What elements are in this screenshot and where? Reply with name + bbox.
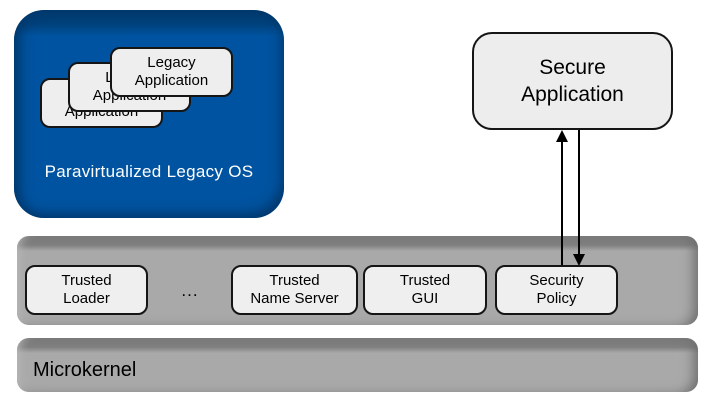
service-box-security-policy: Security Policy: [495, 265, 618, 315]
services-ellipsis: ...: [181, 281, 199, 300]
arrow-up-line: [561, 142, 563, 265]
secure-application-box: Secure Application: [472, 32, 673, 130]
legacy-os-label: Paravirtualized Legacy OS: [44, 162, 254, 181]
arrow-up-head-icon: [556, 130, 568, 142]
service-box-trusted-gui: Trusted GUI: [363, 265, 487, 315]
arrow-down-head-icon: [573, 254, 585, 266]
service-box-trusted-name-server: Trusted Name Server: [231, 265, 358, 315]
legacy-application-box: Legacy Application: [110, 47, 233, 97]
service-box-trusted-loader: Trusted Loader: [25, 265, 148, 315]
microkernel-bar: Microkernel: [17, 338, 698, 392]
arrow-down-line: [578, 130, 580, 254]
microkernel-label: Microkernel: [33, 358, 137, 381]
